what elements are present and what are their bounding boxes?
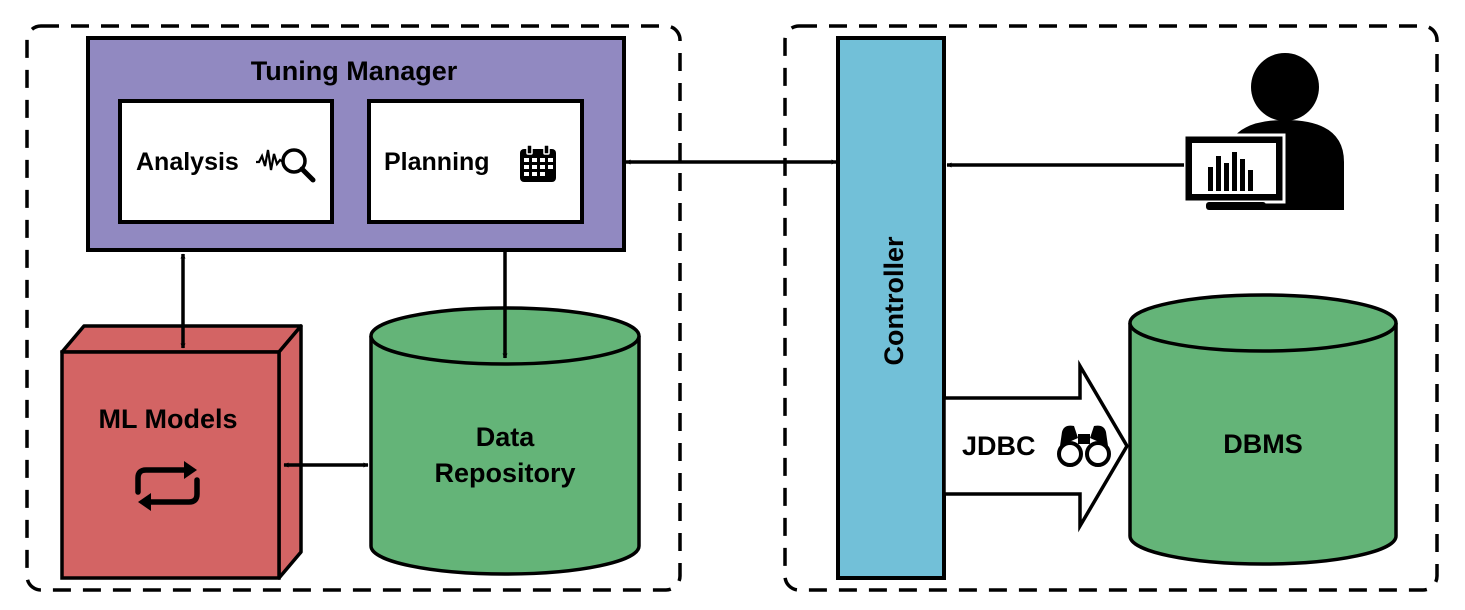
dbms-cylinder: DBMS [1128,293,1398,566]
jdbc-label: JDBC [962,431,1036,461]
refresh-cycle-icon [135,461,200,511]
dbms-label: DBMS [1223,429,1303,459]
tuning-manager-box: Tuning Manager Analysis Planning [86,36,626,252]
analysis-box: Analysis [118,99,334,224]
controller-box: Controller [836,36,946,580]
left-system-boundary [25,24,682,592]
analysis-label: Analysis [136,148,239,176]
data-repository-label-line1: Data [476,422,536,452]
calendar-icon [520,144,556,182]
planning-box: Planning [367,99,584,224]
binoculars-icon [1057,425,1111,467]
user-at-computer-icon [1182,53,1344,210]
jdbc-arrow: JDBC [942,359,1130,533]
ml-models-label: ML Models [98,404,237,434]
right-system-boundary [783,24,1439,592]
waveform-search-icon [256,148,316,183]
data-repository-label-line2: Repository [434,458,575,488]
ml-models-box: ML Models [60,324,303,580]
controller-label: Controller [879,236,909,365]
tuning-manager-title: Tuning Manager [251,56,458,86]
planning-label: Planning [384,148,490,176]
data-repository-cylinder: Data Repository [369,306,641,576]
